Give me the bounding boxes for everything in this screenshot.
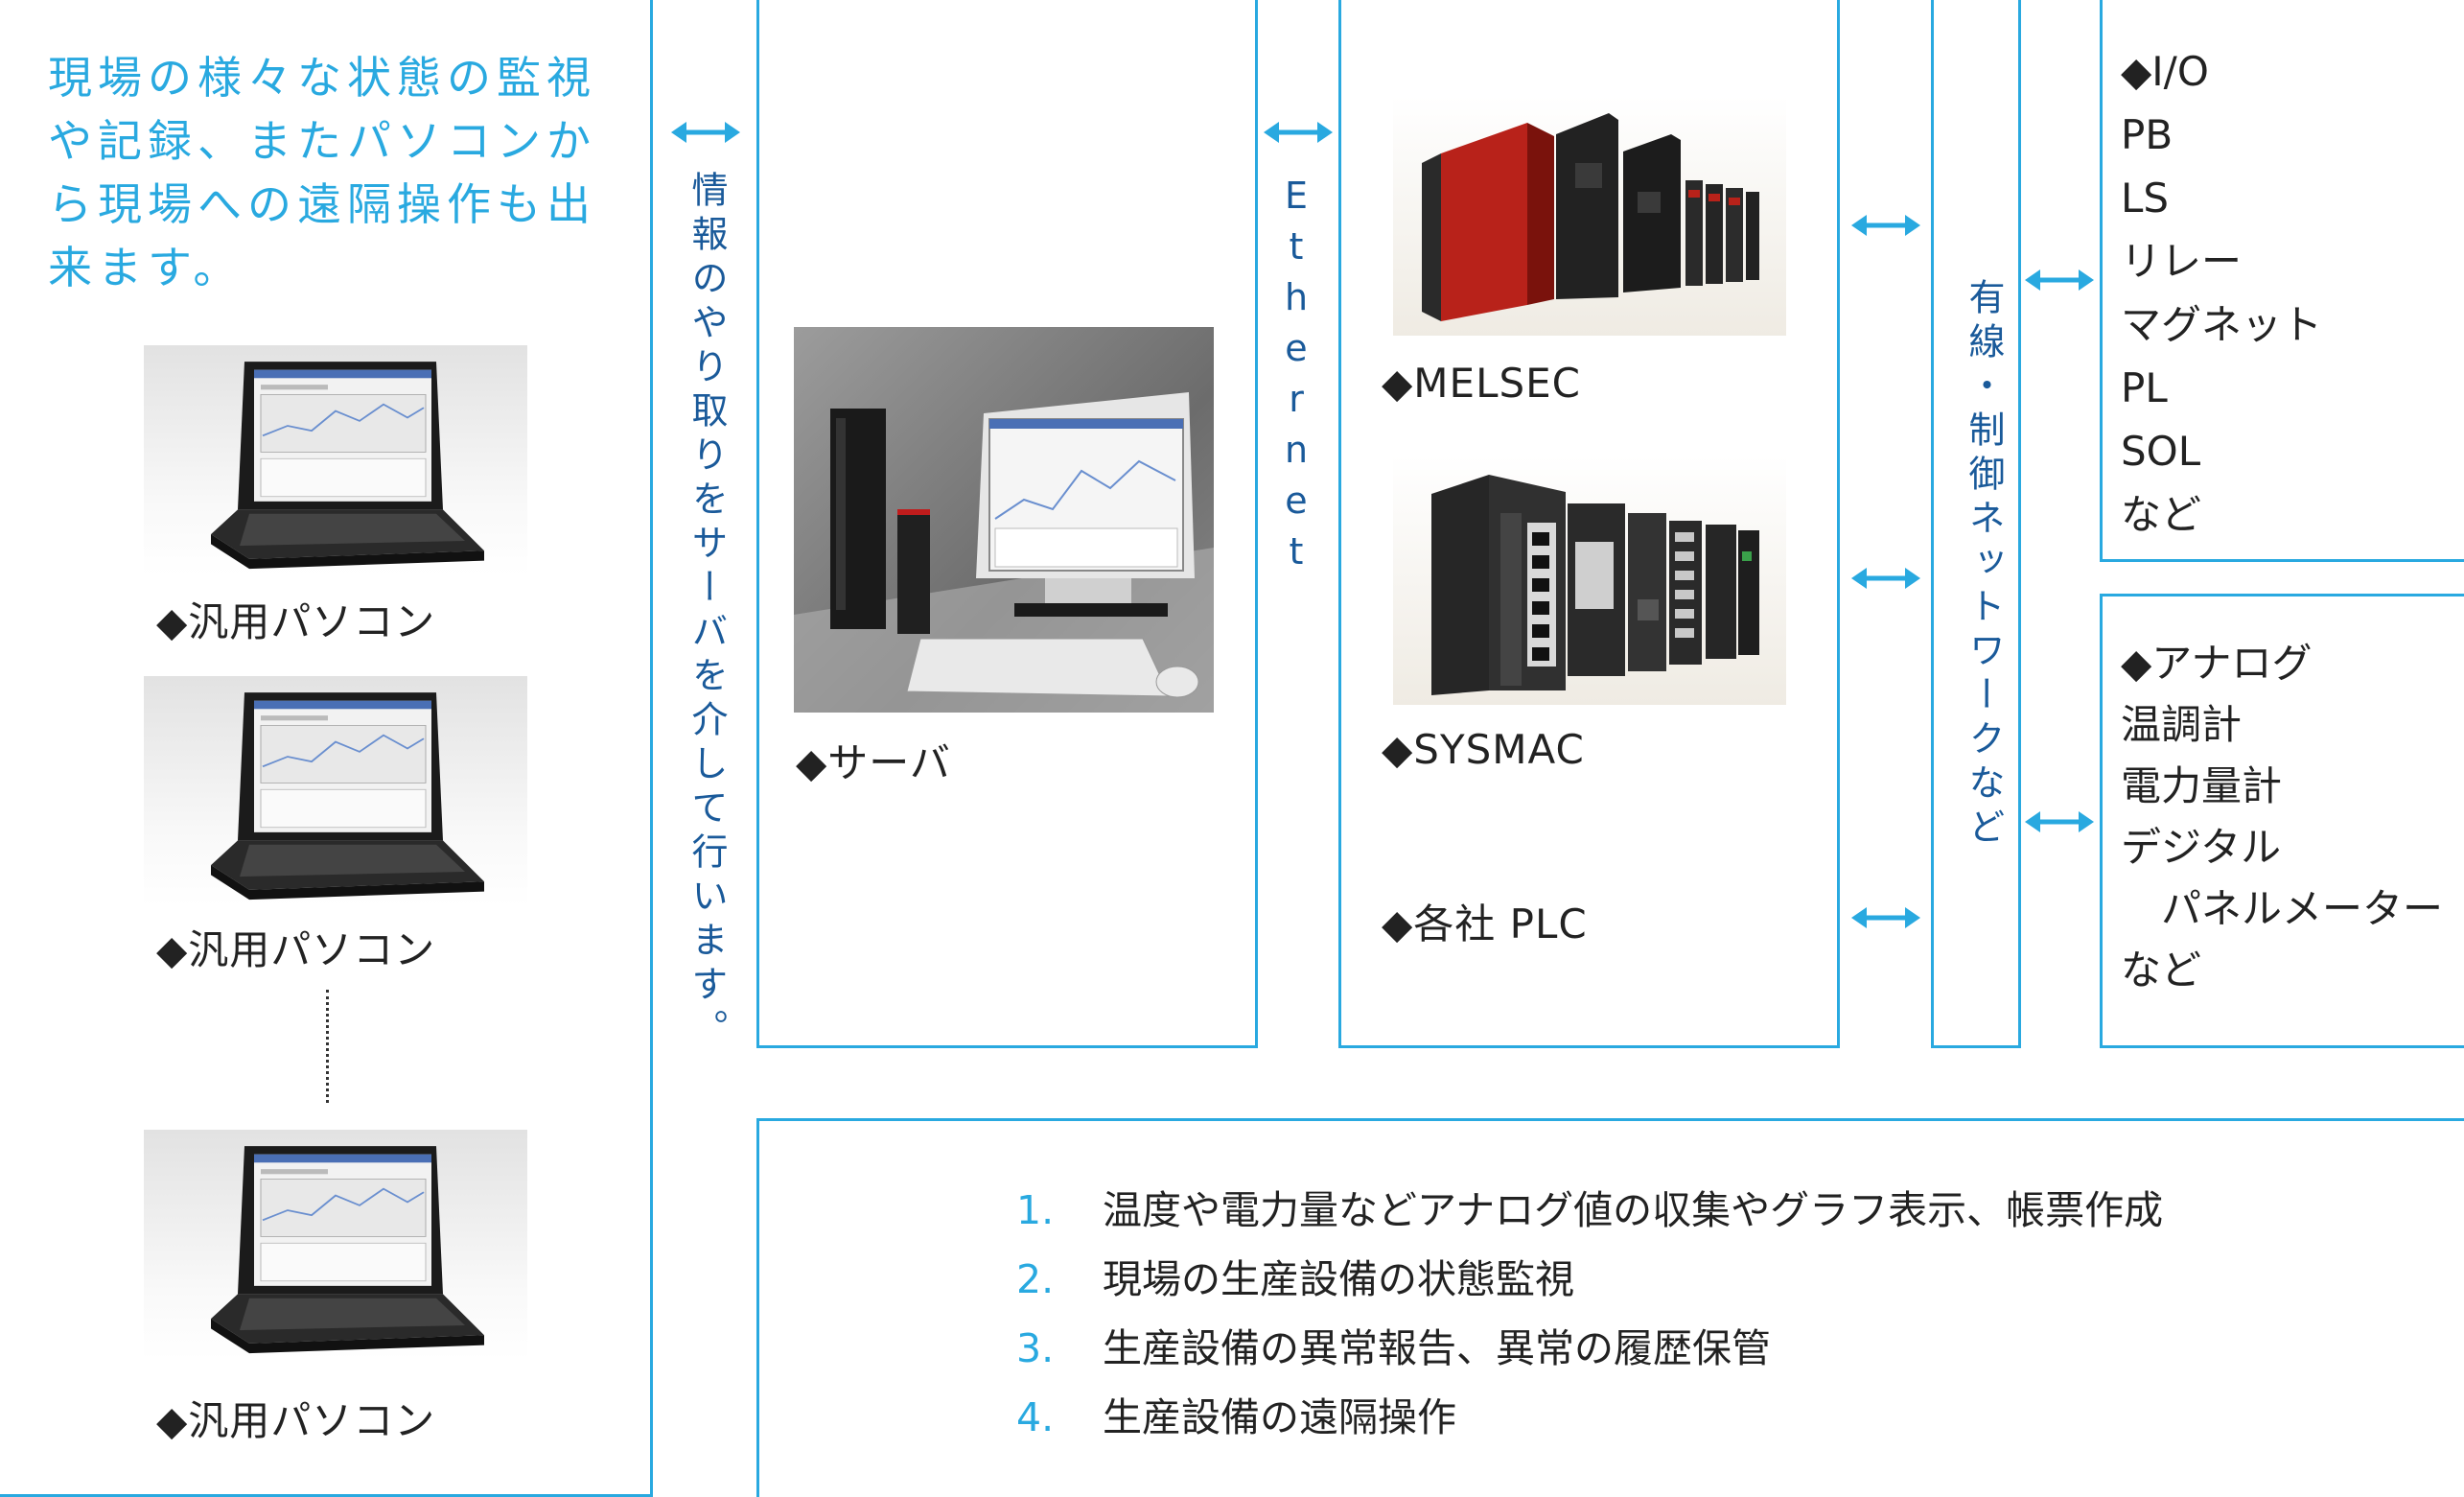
ethernet-letter: n	[1284, 429, 1309, 471]
list-item: 温調計	[2121, 701, 2243, 748]
network-panel	[1931, 0, 2021, 1048]
ethernet-label: E t h e r n e t	[1277, 171, 1315, 577]
list-item: PB	[2121, 111, 2173, 158]
laptop-image-3	[144, 1130, 527, 1360]
info-exchange-text: 情報のやり取りをサーバを介して行います。	[686, 171, 728, 1053]
ethernet-letter: E	[1284, 175, 1308, 217]
ethernet-letter: r	[1289, 378, 1304, 420]
functions-panel	[756, 1118, 2464, 1497]
ethernet-letter: t	[1289, 530, 1304, 573]
ethernet-letter: e	[1285, 480, 1308, 522]
pc-label-1: ◆汎用パソコン	[156, 598, 436, 645]
sysmac-image	[1393, 456, 1786, 705]
network-label: 有線・制御ネットワークなど	[1963, 278, 2005, 852]
function-item-1: 1. 温度や電力量などアナログ値の収集やグラフ表示、帳票作成	[1016, 1178, 2163, 1235]
melsec-label: ◆MELSEC	[1382, 360, 1581, 407]
laptop-image-2	[144, 676, 527, 906]
double-arrow-icon	[1851, 211, 1920, 240]
server-label: ◆サーバ	[796, 739, 951, 786]
sysmac-label: ◆SYSMAC	[1382, 726, 1585, 773]
function-number: 2.	[1016, 1256, 1055, 1302]
list-item: リレー	[2121, 238, 2243, 285]
io-device-list: ◆I/O PB LS リレー マグネット PL SOL など	[2121, 40, 2322, 547]
laptop-icon	[210, 361, 485, 571]
list-item: PL	[2121, 364, 2168, 411]
intro-text: 現場の様々な状態の監視や記録、またパソコンから現場への遠隔操作も出来ます。	[48, 52, 596, 293]
more-pcs-dotted-line	[326, 990, 329, 1103]
pc-label-3: ◆汎用パソコン	[156, 1397, 436, 1444]
melsec-image	[1393, 96, 1786, 336]
list-item: ◆アナログ	[2121, 640, 2313, 687]
list-item: 電力量計	[2121, 762, 2283, 809]
list-item: など	[2121, 947, 2202, 994]
pc-label-2: ◆汎用パソコン	[156, 926, 436, 973]
server-image	[794, 327, 1214, 713]
function-text: 生産設備の異常報告、異常の履歴保管	[1103, 1325, 1771, 1371]
ethernet-letter: e	[1285, 327, 1308, 369]
laptop-image-1	[144, 345, 527, 575]
ethernet-letter: h	[1284, 276, 1309, 318]
double-arrow-icon	[1851, 564, 1920, 593]
double-arrow-icon	[2025, 807, 2094, 836]
function-text: 生産設備の遠隔操作	[1103, 1394, 1456, 1440]
double-arrow-icon	[2025, 266, 2094, 294]
analog-device-list: ◆アナログ 温調計 電力量計 デジタル パネルメーター など	[2121, 633, 2443, 1001]
laptop-icon	[210, 691, 485, 901]
list-item: SOL	[2121, 428, 2201, 475]
server-icon	[794, 392, 1214, 713]
list-item: など	[2121, 491, 2202, 538]
function-number: 3.	[1016, 1325, 1055, 1371]
melsec-plc-icon	[1422, 113, 1759, 321]
function-text: 現場の生産設備の状態監視	[1103, 1256, 1574, 1302]
ethernet-letter: t	[1289, 225, 1304, 268]
list-item: マグネット	[2121, 301, 2323, 348]
other-plc-label: ◆各社 PLC	[1382, 901, 1588, 947]
function-item-2: 2. 現場の生産設備の状態監視	[1016, 1247, 1574, 1304]
function-number: 1.	[1016, 1187, 1055, 1233]
sysmac-plc-icon	[1431, 475, 1759, 695]
function-number: 4.	[1016, 1394, 1055, 1440]
laptop-icon	[210, 1145, 485, 1355]
double-arrow-icon	[1264, 118, 1333, 147]
list-item: デジタル	[2121, 824, 2282, 871]
function-text: 温度や電力量などアナログ値の収集やグラフ表示、帳票作成	[1103, 1187, 2164, 1233]
list-item: パネルメーター	[2121, 885, 2444, 932]
analog-device-panel	[2100, 594, 2464, 1048]
double-arrow-icon	[671, 118, 740, 147]
list-item: ◆I/O	[2121, 48, 2209, 95]
function-item-4: 4. 生産設備の遠隔操作	[1016, 1385, 1456, 1442]
io-device-panel	[2100, 0, 2464, 562]
double-arrow-icon	[1851, 903, 1920, 932]
function-item-3: 3. 生産設備の異常報告、異常の履歴保管	[1016, 1316, 1771, 1373]
list-item: LS	[2121, 175, 2170, 222]
